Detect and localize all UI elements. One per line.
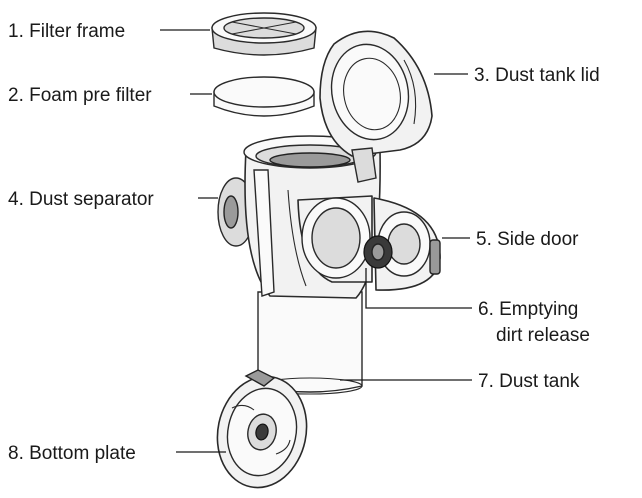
label-emptying: 6. Emptying — [478, 299, 578, 320]
side-door-illustration — [297, 195, 441, 291]
leader-line-emptying-dirt-release — [365, 268, 472, 309]
label-dust-separator: 4. Dust separator — [8, 189, 154, 210]
label-side-door: 5. Side door — [476, 229, 579, 250]
label-bottom-plate: 8. Bottom plate — [8, 443, 136, 464]
label-dust-tank: 7. Dust tank — [478, 371, 580, 392]
filter-frame-illustration — [211, 12, 317, 56]
label-filter-frame: 1. Filter frame — [8, 21, 125, 42]
bottom-plate-illustration — [216, 369, 308, 489]
label-foam-pre-filter: 2. Foam pre filter — [8, 85, 152, 106]
label-dust-tank-lid: 3. Dust tank lid — [474, 65, 600, 86]
foam-pre-filter-illustration — [213, 76, 315, 117]
dust-tank-lid-illustration — [319, 30, 433, 183]
label-dirt-release: dirt release — [496, 325, 590, 346]
